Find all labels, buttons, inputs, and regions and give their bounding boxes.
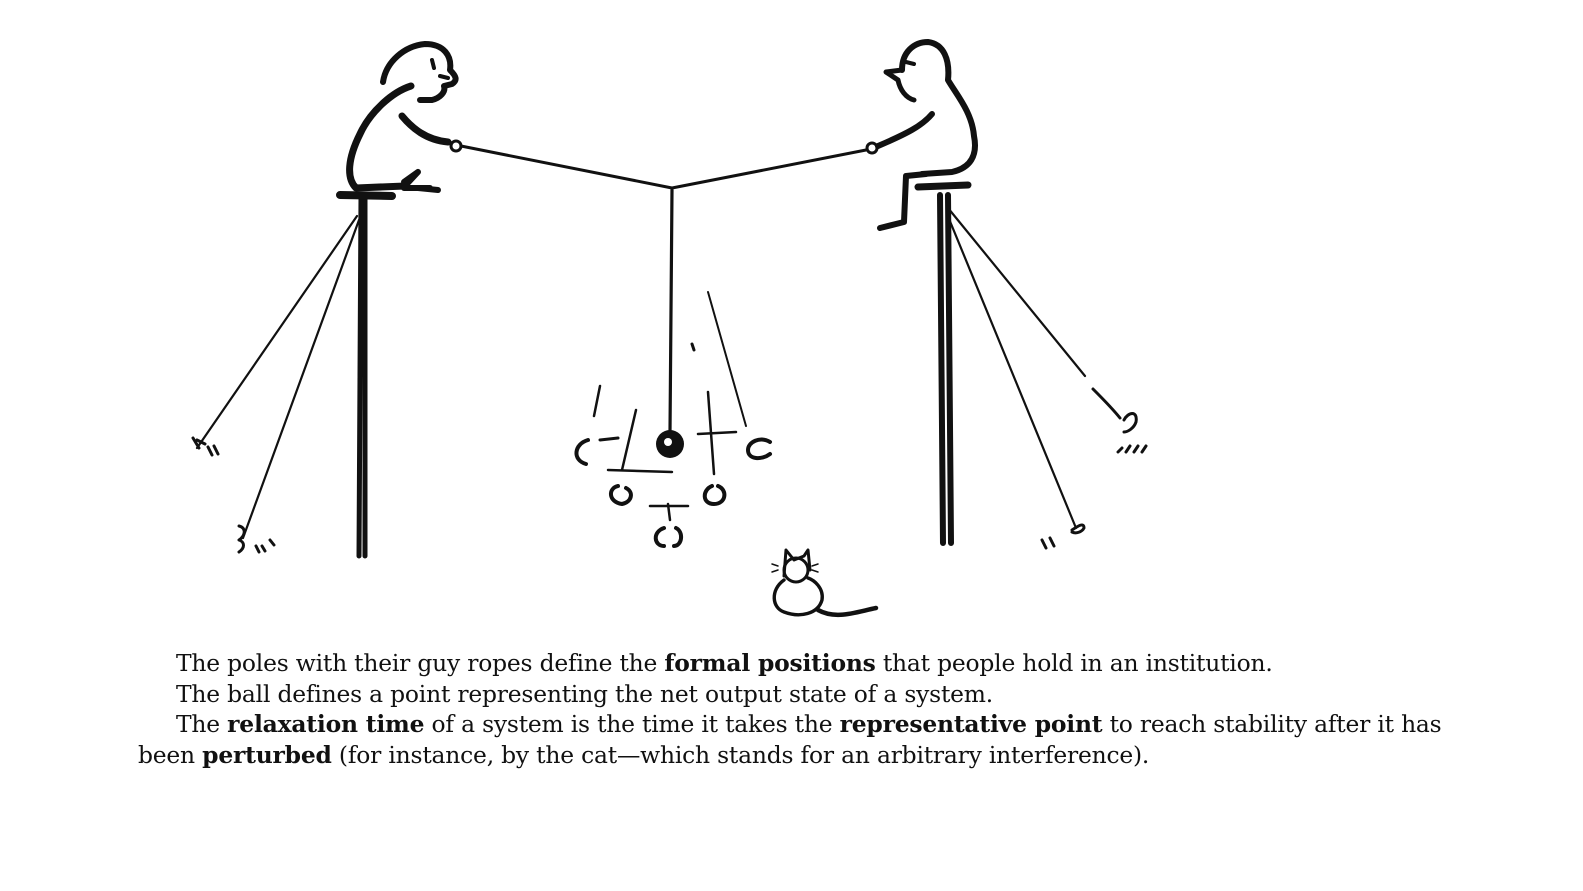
left-guy-rope-inner [241, 218, 361, 540]
left-pole [191, 191, 396, 559]
left-person [346, 41, 463, 193]
caption-text: The ball defines a point representing th… [176, 679, 994, 708]
right-person [865, 39, 978, 231]
term-representative-point: representative point [839, 710, 1103, 738]
right-pole [914, 181, 1148, 550]
term-relaxation-time: relaxation time [227, 710, 425, 738]
caption-text: to reach stability after it has been [138, 710, 1442, 769]
caption-paragraph-ball: The ball defines a point representing th… [138, 679, 1448, 710]
pendulum-illustration [191, 39, 1148, 618]
caption-paragraph-relaxation: The relaxation time of a system is the t… [138, 709, 1448, 770]
caption-paragraph-poles: The poles with their guy ropes define th… [138, 648, 1448, 679]
caption-text: (for instance, by the cat—which stands f… [331, 740, 1150, 769]
caption-text: The poles with their guy ropes define th… [176, 649, 665, 677]
caption-text: The [176, 710, 228, 738]
term-perturbed: perturbed [202, 740, 332, 769]
caption-text: of a system is the time it takes the [424, 710, 840, 738]
right-guy-rope-outer [946, 206, 1087, 378]
swing-trail [574, 291, 772, 548]
pendulum-string [668, 188, 674, 434]
right-guy-rope-inner [945, 212, 1078, 530]
term-formal-positions: formal positions [664, 649, 876, 677]
figure-caption: The poles with their guy ropes define th… [138, 648, 1448, 770]
left-guy-rope-outer [195, 214, 359, 450]
cat [771, 548, 879, 618]
rope-system [459, 144, 868, 434]
caption-text: that people hold in an institution. [875, 649, 1273, 677]
